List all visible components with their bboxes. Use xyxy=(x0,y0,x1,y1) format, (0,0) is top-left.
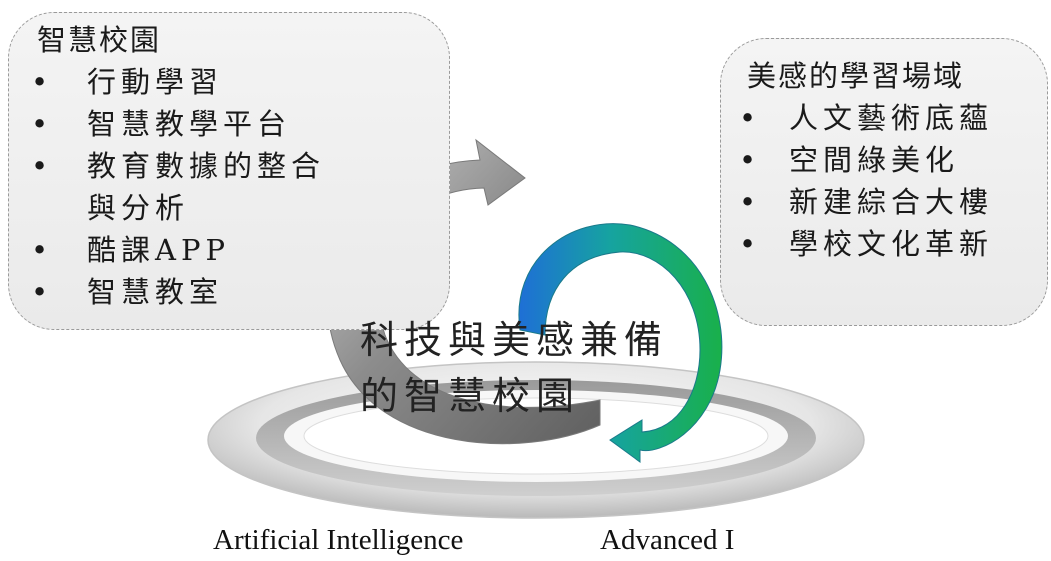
center-title-line2: 的智慧校園 xyxy=(360,374,581,418)
list-item: •教育數據的整合 xyxy=(31,145,325,187)
list-item: •人文藝術底蘊 xyxy=(739,97,993,139)
center-title-line1: 科技與美感兼備 xyxy=(360,318,669,362)
list-item: •新建綜合大樓 xyxy=(739,181,993,223)
bullet-icon: • xyxy=(31,233,54,267)
aesthetic-learning-list: •人文藝術底蘊 •空間綠美化 •新建綜合大樓 •學校文化革新 xyxy=(739,97,993,265)
bullet-icon: • xyxy=(739,185,762,219)
bullet-icon: • xyxy=(739,143,762,177)
list-item: •智慧教室 xyxy=(31,271,325,313)
list-item: •酷課APP xyxy=(31,229,325,271)
color-cycle-arrow xyxy=(518,223,723,463)
bullet-icon: • xyxy=(31,275,54,309)
list-item: •行動學習 xyxy=(31,61,325,103)
center-title: 科技與美感兼備 的智慧校園 xyxy=(360,312,668,424)
bullet-icon: • xyxy=(31,149,54,183)
caption-artificial-intelligence: Artificial Intelligence xyxy=(213,524,464,556)
list-item: •智慧教學平台 xyxy=(31,103,325,145)
smart-campus-box: 智慧校園 •行動學習 •智慧教學平台 •教育數據的整合 與分析 •酷課APP •… xyxy=(8,12,450,330)
bullet-icon: • xyxy=(31,65,54,99)
bullet-icon: • xyxy=(739,101,762,135)
list-item-continuation: 與分析 xyxy=(87,191,190,225)
smart-campus-title: 智慧校園 xyxy=(37,23,162,57)
bullet-icon: • xyxy=(31,107,54,141)
smart-campus-list: •行動學習 •智慧教學平台 •教育數據的整合 與分析 •酷課APP •智慧教室 xyxy=(31,61,325,313)
bullet-icon: • xyxy=(739,227,762,261)
caption-advanced: Advanced I xyxy=(600,524,735,556)
list-item: •空間綠美化 xyxy=(739,139,993,181)
list-item: •學校文化革新 xyxy=(739,223,993,265)
aesthetic-learning-title: 美感的學習場域 xyxy=(747,59,965,93)
aesthetic-learning-box: 美感的學習場域 •人文藝術底蘊 •空間綠美化 •新建綜合大樓 •學校文化革新 xyxy=(720,38,1048,326)
